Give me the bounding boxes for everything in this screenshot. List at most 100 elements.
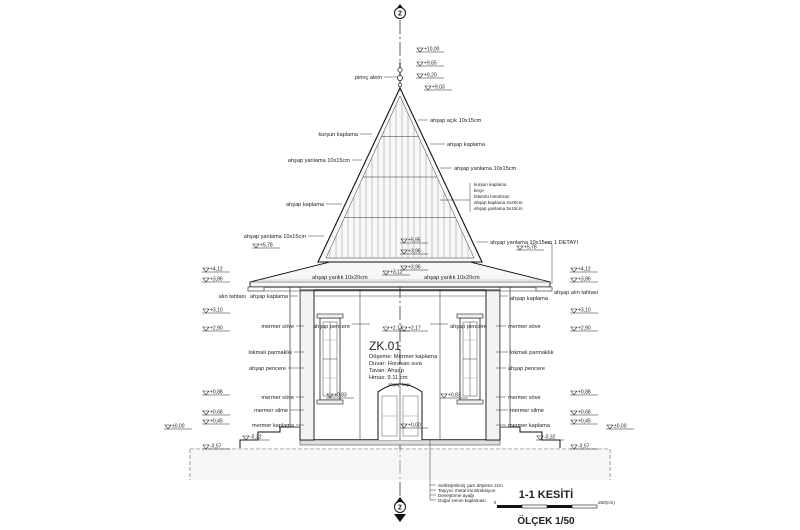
label-fascia-left: alın tahtası [219, 294, 247, 300]
svg-text:+3,10: +3,10 [578, 308, 591, 314]
svg-text:+0,00: +0,00 [408, 423, 421, 429]
svg-text:Sertleştirilmiş çam döşeme 2cm: Sertleştirilmiş çam döşeme 2cm [438, 483, 503, 488]
level-right-290: +2,90 [570, 326, 598, 332]
level-left-290: +2,90 [202, 326, 230, 332]
label-side-joist-left-upper: ahşap yanlama 10x15cm [288, 158, 351, 164]
level-markers: +10,00 +9,65 +9,20 +9,03 +5,78 +5,78 +4,12 +4,1… [164, 47, 634, 450]
level-mid-right: +4,12 [570, 267, 598, 273]
svg-text:-0,57: -0,57 [210, 444, 222, 450]
annotations: pirinç alem kurşun kaplama ahşap açık 10… [219, 75, 599, 503]
svg-text:bitümlü membran: bitümlü membran [474, 194, 510, 199]
svg-text:-0,32: -0,32 [250, 435, 262, 441]
svg-text:+3,86: +3,86 [210, 277, 223, 283]
level-left-088: +0,88 [202, 390, 230, 396]
drawing-title: 1-1 KESİTİ [519, 488, 573, 501]
svg-text:+5,78: +5,78 [260, 243, 273, 249]
level-right-057: -0,57 [570, 444, 598, 450]
label-knob-left: lokmalı parmaklık [248, 350, 292, 356]
svg-text:+3,86: +3,86 [578, 277, 591, 283]
level-top-pin: +10,00 [416, 47, 444, 53]
level-cr-217: +2,17 [400, 326, 428, 332]
level-right-high: +5,78 [516, 245, 544, 251]
svg-text:0: 0 [494, 500, 497, 505]
svg-text:±0,00: ±0,00 [614, 424, 627, 430]
level-cr-083: +0,83 [440, 393, 468, 399]
label-knob-right: lokmalı parmaklık [510, 350, 554, 356]
level-eave-left: +3,86 [202, 277, 230, 283]
label-marble-clad-left: mermer kaplama [252, 423, 295, 429]
svg-text:keçe: keçe [474, 188, 484, 193]
svg-text:+0,45: +0,45 [210, 419, 223, 425]
svg-text:+0,83: +0,83 [334, 393, 347, 399]
label-marble-sill-right-low: mermer söve [508, 395, 541, 401]
window-left [316, 313, 344, 405]
svg-text:Duvar: Horasan sıva: Duvar: Horasan sıva [369, 361, 423, 367]
svg-text:ahşap kaplama 2x20cm: ahşap kaplama 2x20cm [474, 200, 523, 205]
level-center-d: +3,96 [400, 265, 428, 271]
roof-layers-note: kurşun kaplama keçe bitümlü membran ahşa… [474, 182, 523, 211]
svg-text:+0,88: +0,88 [578, 390, 591, 396]
svg-text:+5,78: +5,78 [524, 245, 537, 251]
svg-text:+4,12: +4,12 [210, 267, 223, 273]
label-side-joist-right-lower: ahşap yanlama 10x15cm [490, 240, 553, 246]
axis-marker-top: 2 [394, 4, 406, 19]
svg-text:+0,83: +0,83 [448, 393, 461, 399]
svg-text:250(cm): 250(cm) [598, 500, 615, 505]
svg-text:+9,03: +9,03 [432, 85, 445, 91]
scale-label: ÖLÇEK 1/50 [517, 514, 575, 527]
svg-text:+2,17: +2,17 [390, 326, 403, 332]
label-side-joist-right-upper: ahşap yanlama 10x15cm [454, 166, 517, 172]
level-cl-083: +0,83 [326, 393, 354, 399]
level-right-310: +3,10 [570, 308, 598, 314]
ground [189, 426, 611, 480]
svg-text:+9,20: +9,20 [424, 73, 437, 79]
label-window-center-left: ahşap pencere [313, 324, 350, 330]
label-marble-sill-right-up: mermer söve [508, 324, 541, 330]
level-left-045: +0,45 [202, 419, 230, 425]
leader-lines [288, 76, 553, 501]
label-window2-left: ahşap pencere [249, 366, 286, 372]
level-left-high: +5,78 [252, 243, 280, 249]
level-top4: +9,03 [424, 85, 452, 91]
svg-text:-0,57: -0,57 [578, 444, 590, 450]
svg-text:±0,00: ±0,00 [172, 424, 185, 430]
svg-text:+3,12: +3,12 [390, 270, 403, 276]
svg-text:+9,65: +9,65 [424, 61, 437, 67]
level-right-032: -0,32 [536, 435, 564, 441]
svg-text:Taşıyıcı metal konstrüksiyon: Taşıyıcı metal konstrüksiyon [438, 488, 496, 493]
level-right-045: +0,45 [570, 419, 598, 425]
svg-text:+0,45: +0,45 [578, 419, 591, 425]
svg-text:Doğal zemin kaplaması: Doğal zemin kaplaması [438, 498, 486, 503]
svg-text:+0,88: +0,88 [210, 390, 223, 396]
svg-text:+2,90: +2,90 [210, 326, 223, 332]
svg-text:+3,96: +3,96 [408, 265, 421, 271]
svg-text:Deneştirme ayağı: Deneştirme ayağı [438, 493, 474, 498]
svg-text:+2,17: +2,17 [408, 326, 421, 332]
level-left-032: -0,32 [242, 435, 270, 441]
label-eave-left: ahşap yanlık 10x20cm [312, 275, 368, 281]
svg-text:+3,96: +3,96 [408, 249, 421, 255]
label-wood-cladding-right: ahşap kaplama [447, 142, 486, 148]
svg-text:Hmax: 9.11 cm: Hmax: 9.11 cm [369, 375, 408, 381]
label-marble-frame-left: mermer silme [254, 408, 288, 414]
window-right [456, 313, 484, 405]
level-eave-right: +3,86 [570, 277, 598, 283]
level-top2: +9,65 [416, 61, 444, 67]
room-tag: ZK.01 Döşeme: Mermer kaplama Duvar: Hora… [369, 339, 438, 387]
svg-text:Tavan: Ahşap: Tavan: Ahşap [369, 368, 404, 374]
level-right-088: +0,88 [570, 390, 598, 396]
level-left-310: +3,10 [202, 308, 230, 314]
svg-text:+3,10: +3,10 [210, 308, 223, 314]
label-eave-right: ahşap yanlık 10x20cm [424, 275, 480, 281]
detail-ref: 1 DETAYI [554, 240, 578, 246]
svg-text:+10,00: +10,00 [424, 47, 440, 53]
level-center-c: +3,12 [382, 270, 410, 276]
level-mid-left: +4,12 [202, 267, 230, 273]
level-right-000: ±0,00 [606, 424, 634, 430]
svg-text:+0,68: +0,68 [210, 410, 223, 416]
door-label: ahşap kapı [388, 382, 410, 387]
label-marble-clad-right: mermer kaplama [508, 423, 551, 429]
svg-text:-0,32: -0,32 [544, 435, 556, 441]
svg-text:+5,95: +5,95 [408, 238, 421, 244]
label-wood-cladding-left: ahşap kaplama [286, 202, 325, 208]
